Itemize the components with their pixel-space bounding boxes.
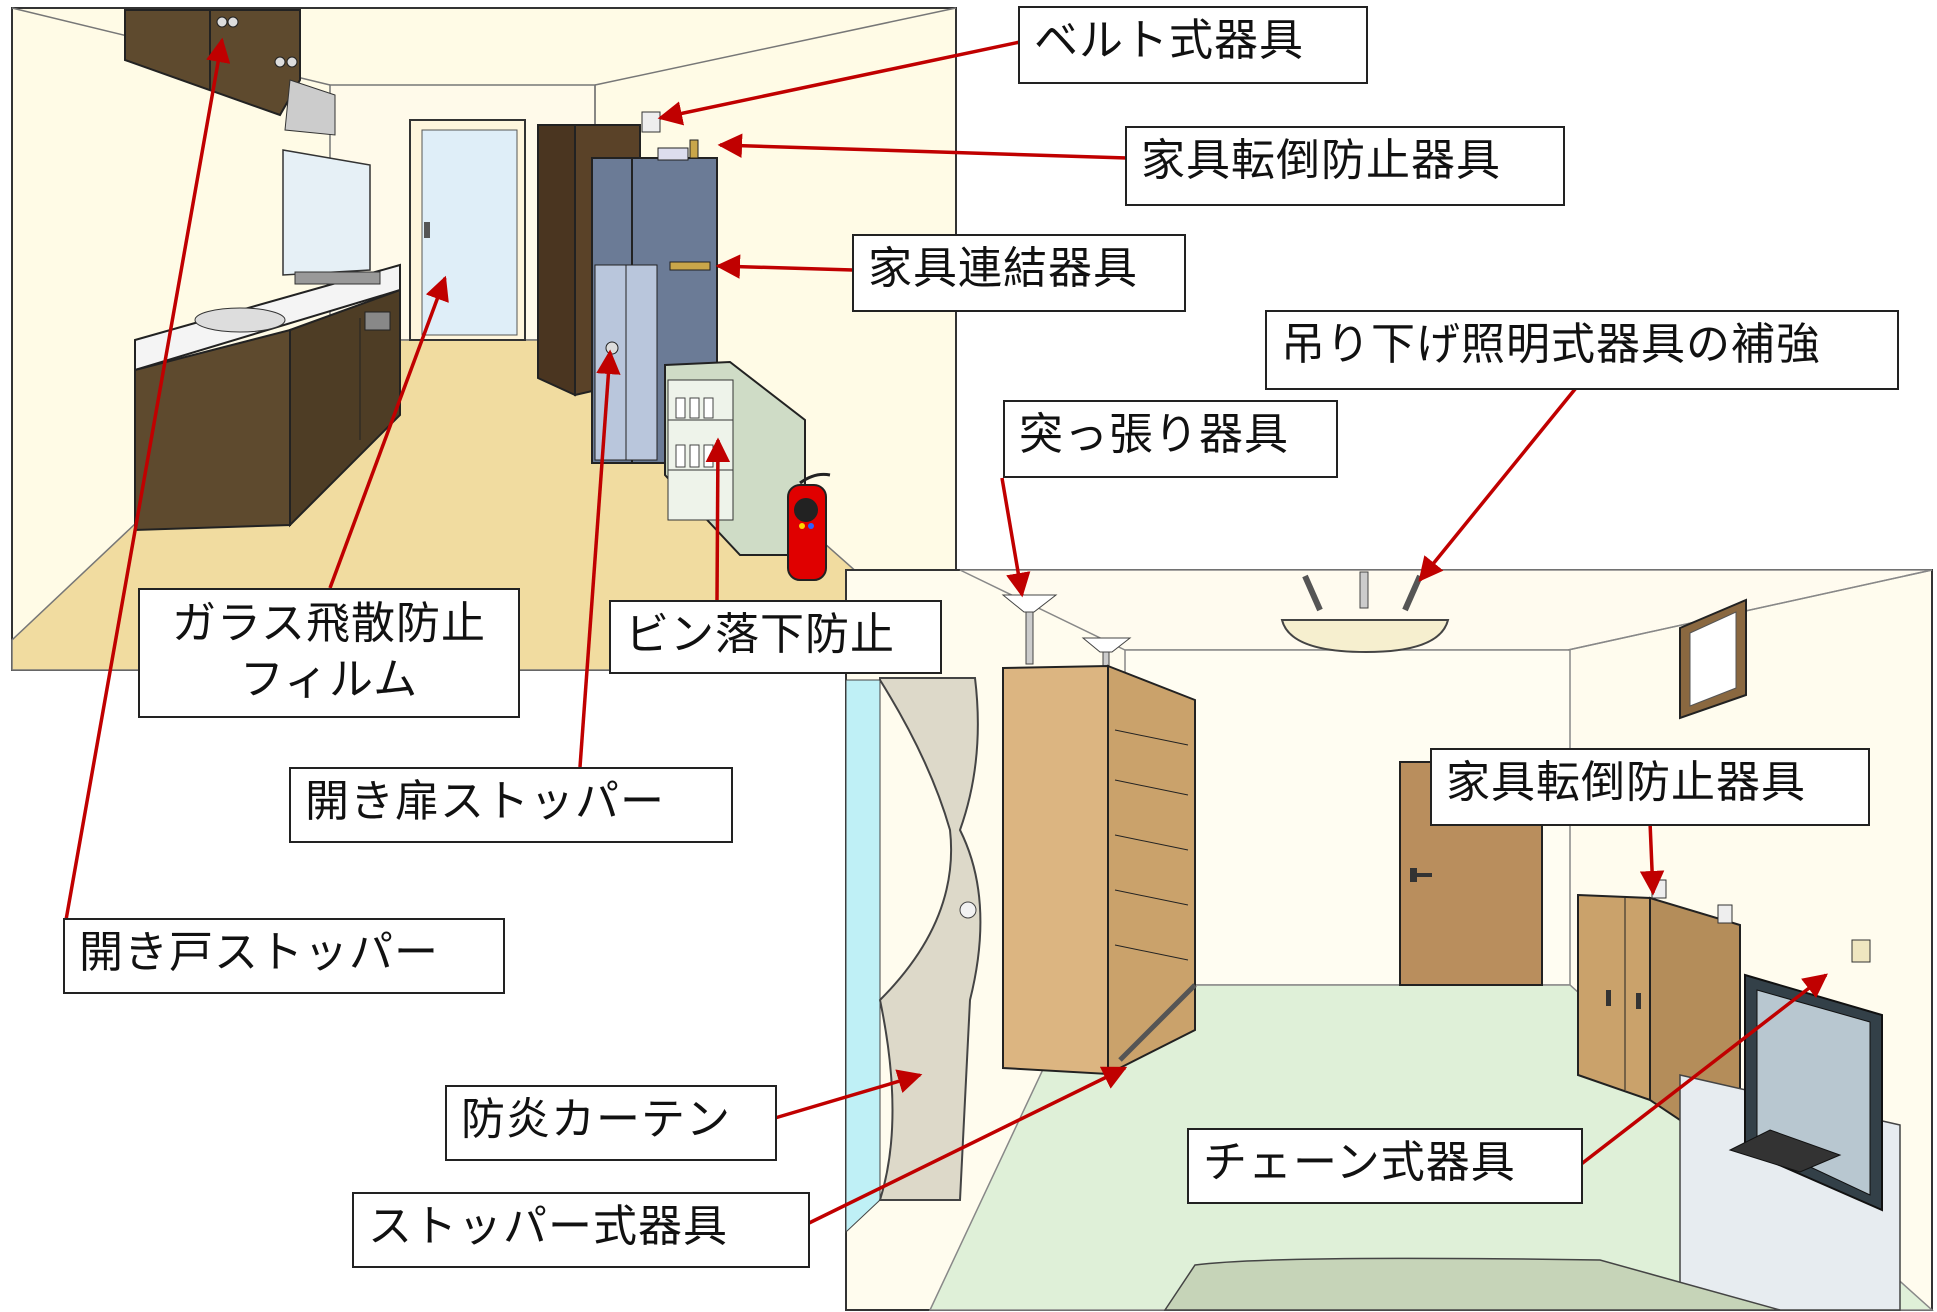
glass-shatter-film-line2: フィルム (239, 654, 419, 705)
bottle-drop-prevention-label: ビン落下防止 (609, 600, 942, 674)
flame-retardant-curtain-label: 防炎カーテン (445, 1085, 777, 1161)
furniture-connector-label: 家具連結器具 (852, 234, 1186, 312)
belt-fastener-label: ベルト式器具 (1018, 6, 1368, 84)
callout-arrows (64, 37, 1828, 1227)
swing-door-stopper-label: 開き戸ストッパー (63, 918, 505, 994)
furniture-tip-prevention-label-right: 家具転倒防止器具 (1430, 748, 1870, 826)
picture-frame-icon (1679, 598, 1747, 720)
kitchen-illustration (11, 7, 957, 671)
pendant-light-reinforcement-label: 吊り下げ照明式器具の補強 (1265, 310, 1899, 390)
tension-rod-label: 突っ張り器具 (1003, 400, 1338, 478)
stopper-fastener-label: ストッパー式器具 (352, 1192, 810, 1268)
bottle-rack-icon (664, 360, 806, 556)
fire-extinguisher-icon (787, 472, 831, 581)
television-icon (1679, 973, 1901, 1311)
chain-fastener-label: チェーン式器具 (1187, 1128, 1583, 1204)
hinged-door-stopper-label: 開き扉ストッパー (289, 767, 733, 843)
glass-shatter-film-label: ガラス飛散防止 フィルム (138, 588, 520, 718)
rug-icon (1163, 1257, 1781, 1311)
ceiling-lamp-icon (1280, 571, 1450, 654)
sink-icon (134, 263, 401, 532)
glass-shatter-film-line1: ガラス飛散防止 (171, 598, 487, 649)
furniture-tip-prevention-label-top: 家具転倒防止器具 (1125, 126, 1565, 206)
door-icon (409, 119, 526, 341)
bookshelf-icon (1002, 664, 1197, 1076)
